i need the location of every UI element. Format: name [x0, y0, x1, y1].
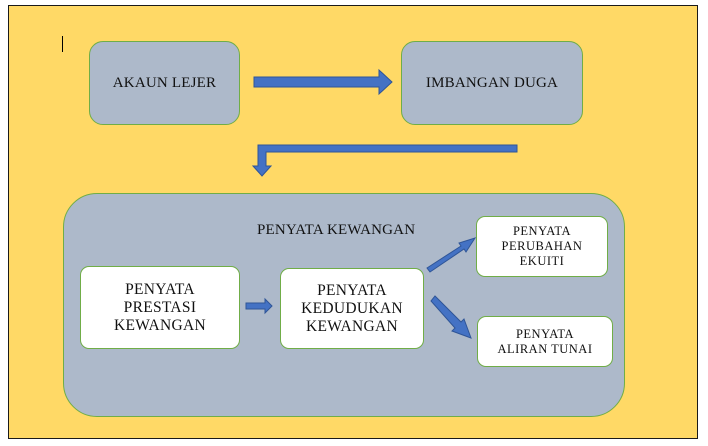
node-line: PENYATA: [317, 281, 387, 299]
node-akaun-lejer[interactable]: AKAUN LEJER: [89, 41, 240, 125]
text-cursor: [62, 36, 63, 52]
node-penyata-kedudukan-kewangan[interactable]: PENYATA KEDUDUKAN KEWANGAN: [280, 268, 424, 349]
node-line: PENYATA: [515, 326, 575, 341]
group-title: PENYATA KEWANGAN: [257, 222, 416, 238]
node-line: PRESTASI: [123, 298, 197, 316]
node-penyata-prestasi-kewangan[interactable]: PENYATA PRESTASI KEWANGAN: [80, 266, 240, 349]
arrow-right-icon: [253, 68, 393, 96]
arrow-up-right-icon: [426, 237, 477, 273]
node-line: PERUBAHAN: [501, 239, 583, 253]
arrow-down-right-icon: [430, 295, 472, 339]
node-imbangan-duga[interactable]: IMBANGAN DUGA: [401, 41, 583, 125]
node-line: PENYATA: [125, 280, 195, 298]
node-line: PENYATA: [512, 224, 572, 238]
arrow-right-small-icon: [245, 297, 273, 315]
node-penyata-perubahan-ekuiti[interactable]: PENYATA PERUBAHAN EKUITI: [476, 216, 608, 277]
arrow-elbow-down-icon: [251, 144, 518, 177]
node-line: KEWANGAN: [114, 316, 206, 334]
node-line: EKUITI: [519, 254, 565, 268]
node-imbangan-duga-label: IMBANGAN DUGA: [425, 74, 559, 91]
node-line: KEWANGAN: [306, 317, 398, 335]
node-line: ALIRAN TUNAI: [497, 341, 593, 356]
node-line: KEDUDUKAN: [301, 299, 403, 317]
node-penyata-aliran-tunai[interactable]: PENYATA ALIRAN TUNAI: [477, 316, 613, 367]
node-akaun-lejer-label: AKAUN LEJER: [112, 74, 217, 91]
